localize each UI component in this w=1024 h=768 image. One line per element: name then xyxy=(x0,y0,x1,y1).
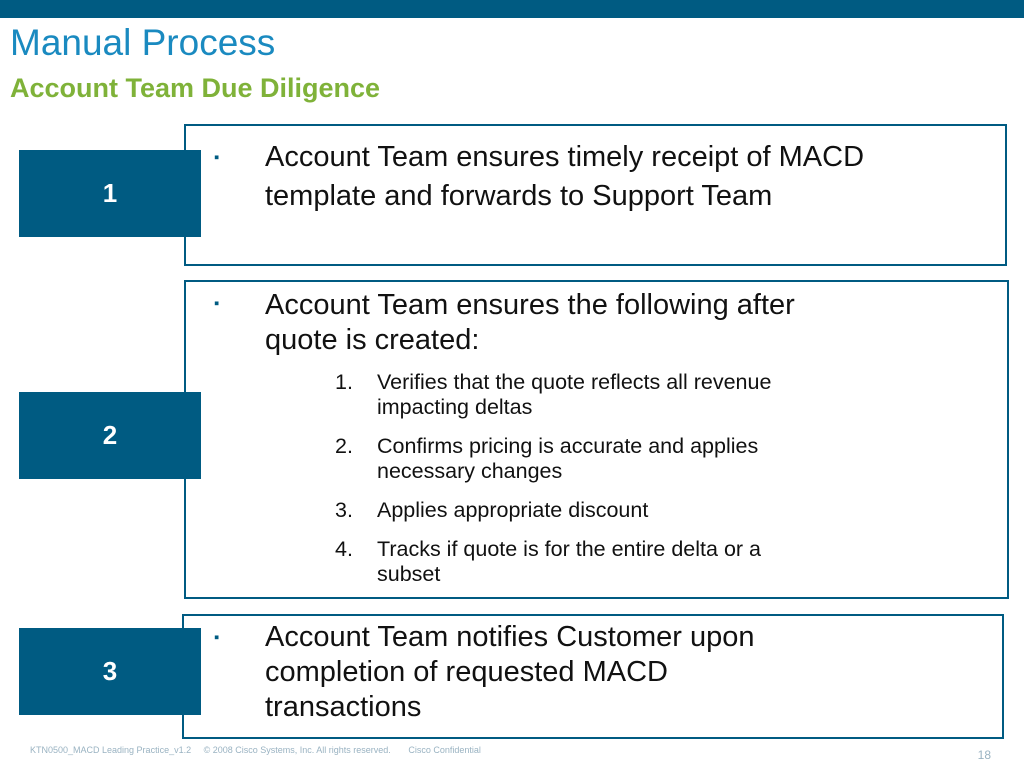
page-title: Manual Process xyxy=(10,22,276,63)
step-3-text-line: Account Team notifies Customer upon xyxy=(265,621,755,653)
list-item-line: impacting deltas xyxy=(377,395,533,419)
step-1-badge: 1 xyxy=(19,150,201,237)
step-2-number: 2 xyxy=(102,420,118,450)
list-item: 3. Applies appropriate discount xyxy=(330,498,890,523)
step-3-badge: 3 xyxy=(19,628,201,715)
list-item-line: subset xyxy=(377,562,441,586)
page-subtitle: Account Team Due Diligence xyxy=(10,73,381,103)
list-item-line: Confirms pricing is accurate and applies xyxy=(377,434,759,458)
footer-classification: Cisco Confidential xyxy=(408,745,481,755)
list-item-number: 1. xyxy=(335,370,353,394)
step-3-text-line: transactions xyxy=(265,691,422,723)
step-2-text-line: Account Team ensures the following after xyxy=(265,289,795,321)
list-item: 4. Tracks if quote is for the entire del… xyxy=(330,537,890,587)
step-3-text: Account Team notifies Customer upon comp… xyxy=(265,620,755,725)
step-1-text: Account Team ensures timely receipt of M… xyxy=(265,140,864,214)
list-item-line: Tracks if quote is for the entire delta … xyxy=(377,537,761,561)
list-item: 1. Verifies that the quote reflects all … xyxy=(330,370,890,420)
step-3-text-line: completion of requested MACD xyxy=(265,656,668,688)
list-item-number: 2. xyxy=(335,434,353,458)
step-3-number: 3 xyxy=(102,656,118,686)
step-1-number: 1 xyxy=(102,178,118,208)
list-item-number: 4. xyxy=(335,537,353,561)
list-item: 2. Confirms pricing is accurate and appl… xyxy=(330,434,890,484)
step-1-text-line: template and forwards to Support Team xyxy=(265,180,773,212)
step-2-text-line: quote is created: xyxy=(265,324,480,356)
list-item-number: 3. xyxy=(335,498,353,522)
list-item-line: necessary changes xyxy=(377,459,563,483)
step-1-bullet-icon: ▪ xyxy=(214,149,220,166)
list-item-line: Applies appropriate discount xyxy=(377,498,649,522)
step-3-bullet-icon: ▪ xyxy=(214,629,220,646)
step-1-text-line: Account Team ensures timely receipt of M… xyxy=(265,141,865,173)
step-2-sub-list: 1. Verifies that the quote reflects all … xyxy=(330,370,890,601)
step-2-box xyxy=(184,280,1009,599)
step-1-box xyxy=(184,124,1007,266)
footer: KTN0500_MACD Leading Practice_v1.2 © 200… xyxy=(30,745,481,755)
step-2-badge: 2 xyxy=(19,392,201,479)
top-banner xyxy=(0,0,1024,18)
footer-doc-id: KTN0500_MACD Leading Practice_v1.2 xyxy=(30,745,192,755)
step-3-box xyxy=(182,614,1004,739)
step-2-text: Account Team ensures the following after… xyxy=(265,288,795,358)
page-number: 18 xyxy=(977,748,991,762)
footer-copyright: © 2008 Cisco Systems, Inc. All rights re… xyxy=(203,745,391,755)
list-item-line: Verifies that the quote reflects all rev… xyxy=(377,370,772,394)
step-2-bullet-icon: ▪ xyxy=(214,295,220,312)
